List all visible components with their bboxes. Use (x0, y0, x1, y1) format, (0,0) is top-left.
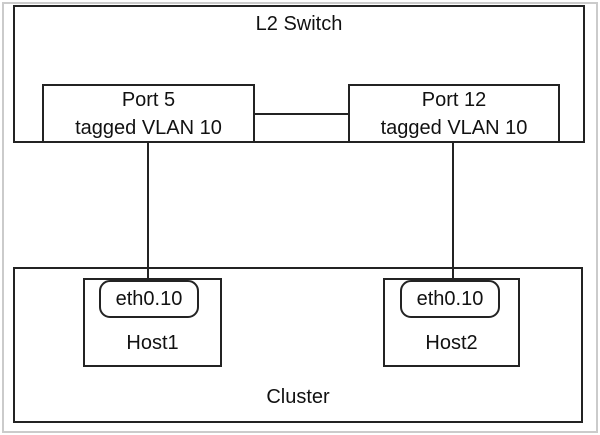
host2-label: Host2 (425, 332, 478, 354)
port5-text: Port 5 tagged VLAN 10 (44, 86, 253, 141)
host2-interface-label: eth0.10 (416, 287, 484, 310)
host1-interface-label: eth0.10 (115, 287, 183, 310)
port12-box: Port 12 tagged VLAN 10 (348, 84, 560, 143)
host2-interface-box: eth0.10 (400, 280, 500, 318)
host1-box: Host1 (83, 278, 222, 367)
port5-port12-link-line (255, 113, 348, 115)
host1-interface-box: eth0.10 (99, 280, 199, 318)
l2-switch-label: L2 Switch (255, 13, 343, 35)
port5-host1-link-line (147, 141, 149, 282)
port5-box: Port 5 tagged VLAN 10 (42, 84, 255, 143)
port12-vlan: tagged VLAN 10 (380, 116, 528, 139)
port12-text: Port 12 tagged VLAN 10 (350, 86, 558, 141)
cluster-label: Cluster (266, 386, 330, 408)
host1-label: Host1 (126, 332, 179, 354)
port12-name: Port 12 (421, 88, 487, 111)
port5-vlan: tagged VLAN 10 (75, 116, 222, 139)
port5-name: Port 5 (121, 88, 176, 111)
host2-box: Host2 (383, 278, 520, 367)
port12-host2-link-line (452, 141, 454, 282)
cluster-box: Cluster (13, 267, 583, 423)
l2-switch-box: L2 Switch (13, 5, 585, 143)
